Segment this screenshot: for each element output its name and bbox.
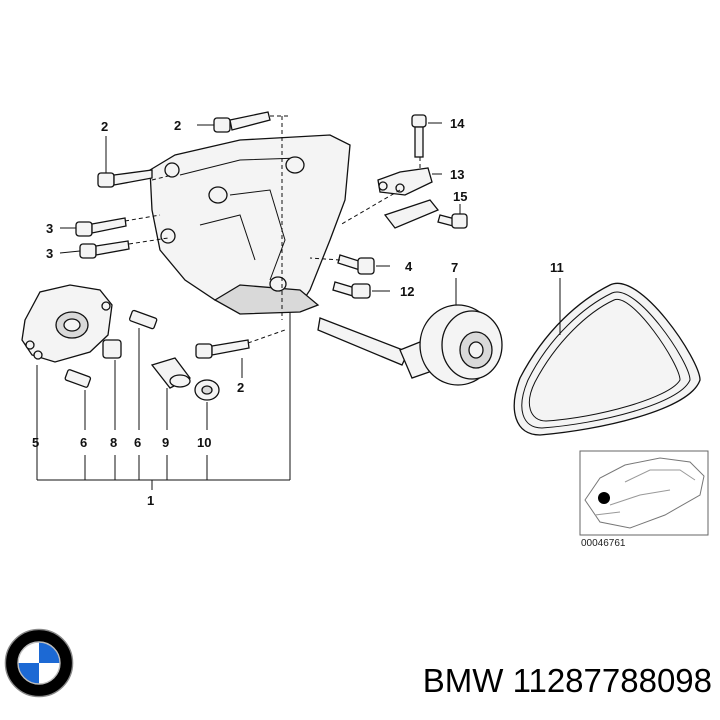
engine-location-dot	[598, 492, 610, 504]
callout-2-top: 2	[174, 118, 181, 133]
callout-9: 9	[162, 435, 169, 450]
plate-13	[383, 199, 440, 229]
bolt-3-lower	[79, 240, 130, 259]
callout-8: 8	[110, 435, 117, 450]
callout-4: 4	[405, 259, 413, 274]
sleeve-9	[150, 357, 191, 389]
callout-2-left: 2	[101, 119, 108, 134]
bmw-logo	[4, 628, 74, 698]
callout-10: 10	[197, 435, 211, 450]
mounting-lines	[124, 115, 421, 344]
callout-14: 14	[450, 116, 465, 131]
callout-12: 12	[400, 284, 414, 299]
poly-v-belt	[513, 282, 701, 436]
bolt-4	[337, 254, 375, 275]
callout-13: 13	[450, 167, 464, 182]
callout-labels: 2 2 3 3 2 4 12 14 13 15 7 11 5 6 8 6 9 1…	[32, 116, 564, 508]
idler-pulley	[317, 304, 503, 386]
bolt-14	[411, 114, 427, 158]
callout-5: 5	[32, 435, 39, 450]
callout-6-right: 6	[134, 435, 141, 450]
callout-15: 15	[453, 189, 467, 204]
bolt-12	[332, 281, 371, 299]
locator-inset: 00046761	[579, 450, 709, 549]
bracket-13	[377, 167, 433, 196]
callout-1: 1	[147, 493, 154, 508]
bolt-2-lower	[195, 339, 250, 359]
washer-10	[194, 379, 220, 401]
leader-lines	[36, 122, 561, 490]
inset-reference-number: 00046761	[581, 538, 626, 549]
main-bracket	[149, 134, 351, 315]
callout-7: 7	[451, 260, 458, 275]
callout-11: 11	[550, 260, 564, 275]
tensioner-housing	[21, 284, 113, 363]
callout-3-upper: 3	[46, 221, 53, 236]
bolt-6-upper	[128, 309, 158, 330]
car-outline	[584, 457, 705, 529]
callout-6-left: 6	[80, 435, 87, 450]
callout-2-lower: 2	[237, 380, 244, 395]
part-number-caption: BMW 11287788098	[422, 662, 712, 699]
bolt-15	[437, 213, 468, 229]
callout-3-lower: 3	[46, 246, 53, 261]
bolt-6-lower	[64, 369, 92, 388]
bushing-8	[102, 339, 122, 359]
bolt-3-upper	[75, 217, 127, 237]
bolt-2-top	[213, 111, 271, 133]
